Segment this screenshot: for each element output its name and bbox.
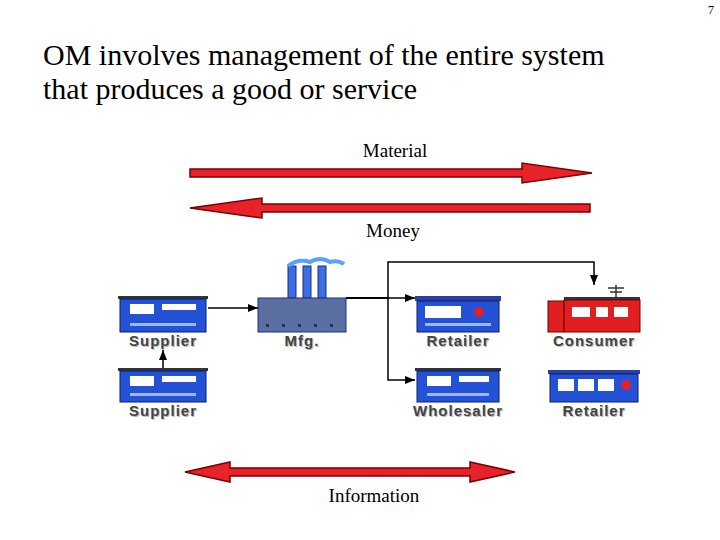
icon-part xyxy=(425,306,461,318)
shop-icon xyxy=(548,370,640,402)
flow-connector xyxy=(208,307,258,309)
flow-label: Money xyxy=(293,220,493,242)
flow-connector xyxy=(346,298,415,380)
icon-part xyxy=(130,304,154,314)
bldg-icon xyxy=(118,368,208,402)
node-icon xyxy=(118,368,208,402)
bldg-icon xyxy=(415,368,501,402)
icon-part xyxy=(282,324,285,327)
supply-chain-node: Retailer xyxy=(415,296,501,350)
node-label: Consumer xyxy=(518,332,670,350)
node-icon xyxy=(415,296,501,332)
icon-part xyxy=(427,393,489,396)
icon-part xyxy=(548,301,564,332)
icon-part xyxy=(303,266,311,298)
node-icon xyxy=(548,370,640,402)
node-label: Wholesaler xyxy=(385,402,531,420)
icon-part xyxy=(572,307,590,317)
icon-part xyxy=(558,379,574,391)
icon-part xyxy=(578,379,594,391)
icon-part xyxy=(318,266,326,298)
icon-part xyxy=(474,307,484,317)
icon-part xyxy=(330,324,333,327)
icon-part xyxy=(162,304,196,310)
icon-part xyxy=(266,324,269,327)
supply-chain-node: Consumer xyxy=(548,285,640,350)
node-label: Supplier xyxy=(88,332,238,350)
node-label: Retailer xyxy=(385,332,531,350)
icon-part xyxy=(130,376,154,386)
icon-part xyxy=(621,380,631,390)
icon-part xyxy=(314,324,317,327)
icon-part xyxy=(298,324,301,327)
node-icon xyxy=(548,285,640,332)
icon-part xyxy=(564,300,640,332)
flow-label: Material xyxy=(295,140,495,162)
icon-part xyxy=(427,376,451,386)
information-arrow xyxy=(185,462,515,482)
supply-chain-node: Mfg. xyxy=(258,296,346,350)
supply-chain-node: Retailer xyxy=(548,370,640,420)
store-icon xyxy=(415,296,501,332)
icon-part xyxy=(415,296,501,301)
smoke xyxy=(288,259,344,266)
icon-part xyxy=(162,376,196,382)
flow-connector xyxy=(162,350,164,368)
icon-part xyxy=(120,299,206,332)
slide-title: OM involves management of the entire sys… xyxy=(43,38,613,106)
bldg-icon xyxy=(118,296,208,332)
supply-chain-node: Supplier xyxy=(118,296,208,350)
icon-part xyxy=(596,307,608,317)
antenna xyxy=(608,285,624,297)
node-icon xyxy=(415,368,501,402)
icon-part xyxy=(130,323,196,326)
money-arrow xyxy=(190,198,590,218)
icon-part xyxy=(459,376,489,382)
home-icon xyxy=(548,285,640,332)
node-label: Supplier xyxy=(88,402,238,420)
icon-part xyxy=(417,301,499,332)
icon-part xyxy=(550,374,638,402)
node-icon xyxy=(258,296,346,332)
icon-part xyxy=(417,371,499,402)
icon-part xyxy=(548,370,640,374)
supply-chain-node: Supplier xyxy=(118,368,208,420)
icon-part xyxy=(598,379,614,391)
node-label: Mfg. xyxy=(228,332,376,350)
icon-part xyxy=(258,298,346,332)
node-label: Retailer xyxy=(518,402,670,420)
node-icon xyxy=(118,296,208,332)
material-arrow xyxy=(190,163,592,183)
page-number: 7 xyxy=(684,3,714,18)
supply-chain-node: Wholesaler xyxy=(415,368,501,420)
factory-icon xyxy=(258,259,346,332)
flow-label: Information xyxy=(274,485,474,507)
flow-connector xyxy=(346,262,594,298)
icon-part xyxy=(130,393,196,396)
icon-part xyxy=(614,307,628,317)
icon-part xyxy=(120,371,206,402)
icon-part xyxy=(288,266,296,298)
icon-part xyxy=(425,323,491,326)
